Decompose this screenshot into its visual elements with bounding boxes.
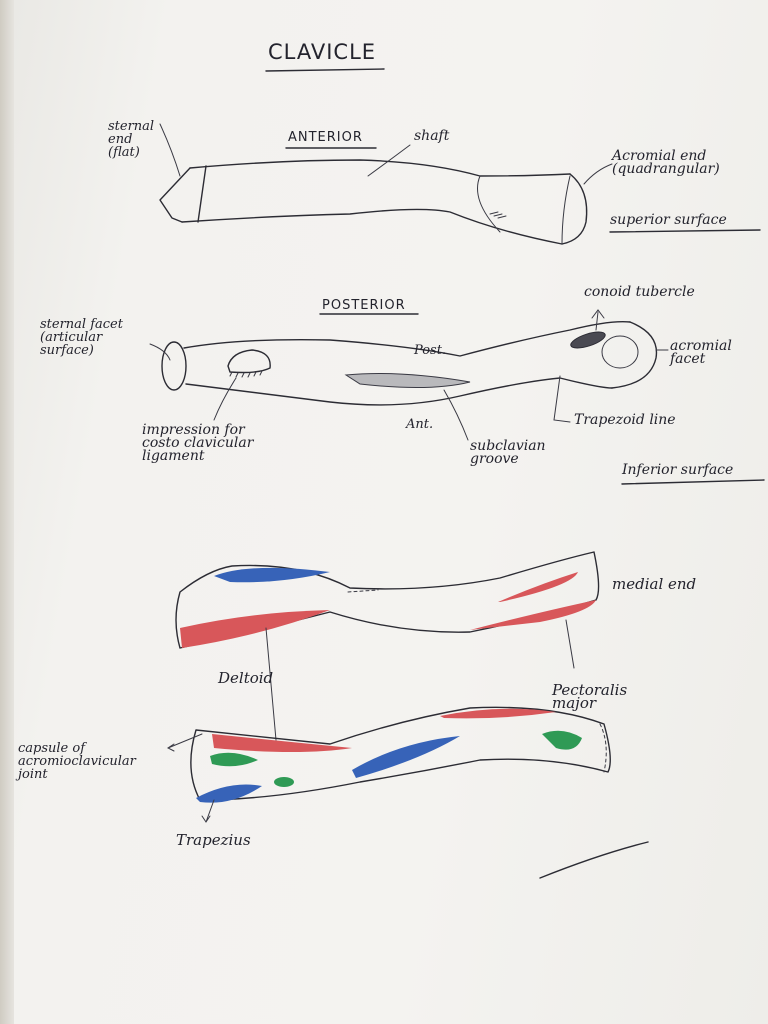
acromial-end-label: Acromial end (quadrangular): [612, 148, 720, 177]
deltoid-attachment-lower: [212, 734, 352, 752]
stray-pen-stroke: [539, 841, 649, 879]
inferior-bone-upper-edge: [183, 320, 631, 357]
lower-end-dashed: [599, 723, 607, 773]
superior-bone-lower-edge: [181, 208, 563, 245]
deltoid-pointer: [265, 627, 277, 741]
sternal-end-margin: [197, 165, 207, 223]
pectoralis-attachment-lower: [440, 708, 556, 719]
clavicle-inferior-view: [149, 309, 765, 485]
subclavian-groove-shading: [344, 373, 471, 389]
ant-label: Ant.: [406, 417, 434, 432]
sternal-facet-oval: [161, 341, 187, 391]
impression-pointer: [213, 377, 237, 421]
superior-bone-upper-edge: [189, 159, 571, 177]
shaft-label: shaft: [414, 128, 450, 144]
page-title: CLAVICLE: [268, 40, 377, 64]
acromial-end-outline: [561, 173, 588, 245]
upper-blue-attachment: [214, 567, 330, 583]
superior-surface-underline: [609, 229, 761, 233]
sternal-facet-pointer: [149, 343, 171, 361]
acromial-end-margin: [561, 175, 571, 245]
conoid-tubercle-label: conoid tubercle: [584, 284, 695, 300]
deltoid-label: Deltoid: [218, 669, 274, 687]
conoid-tubercle-mark: [570, 331, 606, 349]
post-label: Post.: [414, 343, 447, 358]
pectoralis-attachment-upper-2: [470, 600, 596, 630]
sternal-facet-label: sternal facet (articular surface): [40, 317, 123, 358]
green-attachment-2: [274, 777, 294, 787]
medial-end-label: medial end: [612, 575, 697, 593]
shaft-pointer: [367, 144, 411, 177]
superior-surface-label: superior surface: [610, 212, 727, 228]
deltoid-attachment-upper: [180, 610, 330, 648]
pectoralis-attachment-upper-1: [498, 572, 578, 602]
green-attachment-3: [542, 730, 582, 750]
trapezoid-line-label: Trapezoid line: [574, 412, 676, 428]
trapezius-label: Trapezius: [176, 831, 251, 849]
acromial-end-outline-inferior: [611, 321, 658, 389]
posterior-heading: POSTERIOR: [322, 298, 406, 313]
clavicle-superior-view: [159, 123, 761, 245]
conoid-tubercle-arrow: [591, 309, 605, 331]
impression-hatching: [229, 370, 263, 378]
sternal-end-label: sternal end (flat): [108, 119, 155, 160]
capsule-label: capsule of acromioclavicular joint: [18, 741, 136, 782]
title-underline: [265, 68, 385, 72]
inferior-bone-lower-edge: [185, 377, 613, 406]
impression-label: impression for costo clavicular ligament: [142, 422, 254, 464]
lower-blue-attachment: [352, 736, 460, 778]
subclavian-groove-pointer: [443, 389, 469, 441]
trapezius-pointer: [201, 799, 215, 823]
lower-bone-outline: [190, 706, 611, 801]
acromial-end-pointer: [583, 163, 613, 185]
inferior-surface-underline: [621, 479, 765, 485]
pectoralis-pointer: [565, 619, 575, 669]
acromial-facet-label: acromial facet: [670, 338, 732, 367]
shaft-ridge: [477, 175, 501, 233]
clavicle-muscle-attachments-lower: [167, 706, 611, 823]
inferior-surface-label: Inferior surface: [622, 462, 734, 478]
pectoralis-major-label: Pectoralis major: [552, 681, 628, 712]
green-attachment-1: [210, 752, 258, 767]
trapezius-attachment: [196, 784, 262, 803]
clavicle-muscle-attachments-upper: [175, 551, 600, 741]
acromial-facet-oval: [601, 335, 639, 369]
sternal-end-outline: [159, 167, 191, 223]
costoclavicular-impression: [227, 349, 271, 374]
subclavian-groove-label: subclavian groove: [470, 438, 546, 467]
anterior-heading: ANTERIOR: [288, 130, 363, 145]
upper-dotted-mark: [347, 589, 379, 593]
trapezoid-line-pointer: [553, 375, 571, 423]
rough-marks: [489, 211, 507, 219]
capsule-pointer: [167, 733, 203, 752]
sternal-end-pointer: [159, 123, 181, 177]
